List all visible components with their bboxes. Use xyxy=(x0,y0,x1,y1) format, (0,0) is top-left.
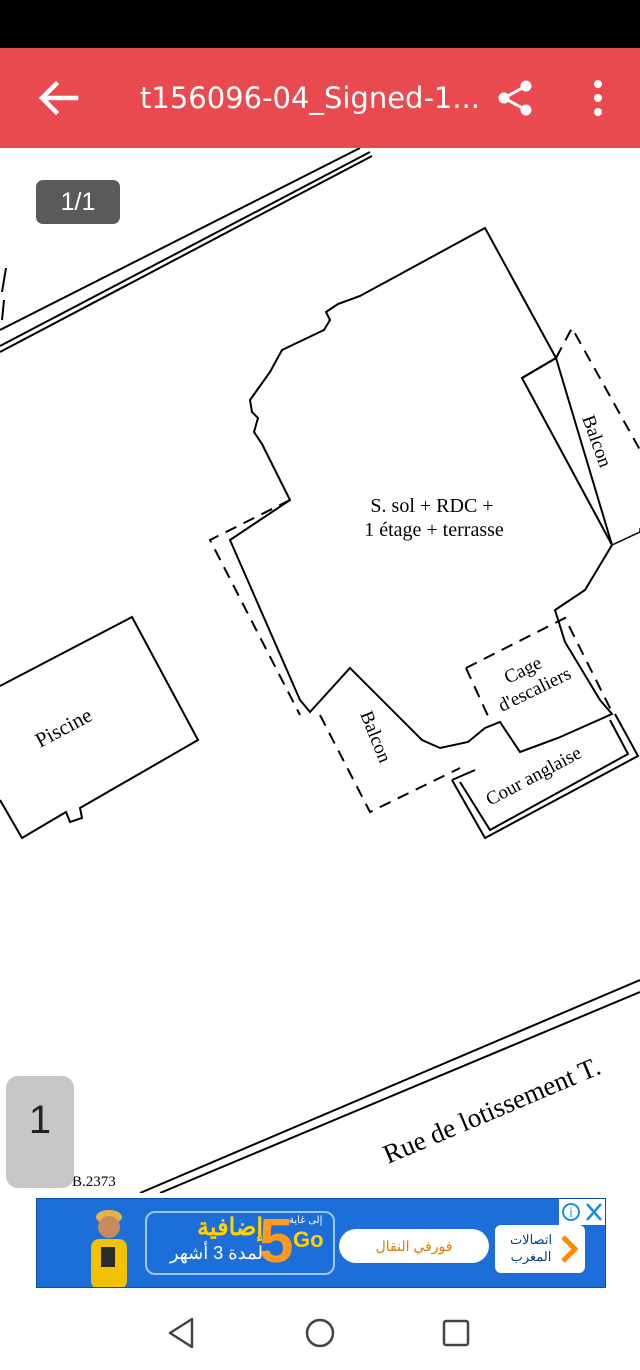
ad-cta-pill[interactable]: فورفي النقال xyxy=(339,1229,489,1263)
ad-promo-box xyxy=(145,1211,335,1275)
ad-banner[interactable]: i 5 Go إلى غاية إضافية لمدة 3 أشهر فورفي… xyxy=(36,1198,606,1288)
ad-subline: لمدة 3 أشهر xyxy=(169,1243,263,1263)
site-plan-drawing: S. sol + RDC + 1 étage + terrasse Balcon… xyxy=(0,148,640,1193)
status-bar xyxy=(0,0,640,48)
square-recents-icon[interactable] xyxy=(438,1315,474,1351)
balcon-left-label: Balcon xyxy=(355,708,395,766)
parcel-ref-label: B.2373 xyxy=(72,1174,116,1190)
document-title: t156096-04_Signed-1... xyxy=(140,81,481,115)
ad-person-image xyxy=(91,1210,127,1287)
ad-logo-mark-icon xyxy=(561,1235,579,1263)
piscine-label: Piscine xyxy=(31,703,96,753)
ad-big-number: 5 xyxy=(259,1207,294,1276)
share-icon[interactable] xyxy=(496,78,536,118)
building-label-line1: S. sol + RDC + xyxy=(370,495,493,517)
thumbnail-page-number: 1 xyxy=(28,1098,52,1142)
app-bar: t156096-04_Signed-1... xyxy=(0,48,640,148)
arrow-left-icon[interactable] xyxy=(36,78,80,118)
ad-logo-text: اتصالات المغرب xyxy=(509,1232,553,1264)
triangle-back-icon[interactable] xyxy=(164,1315,200,1351)
ad-logo-box xyxy=(495,1225,585,1273)
cour-label: Cour anglaise xyxy=(482,743,585,811)
building-label-line2: 1 étage + terrasse xyxy=(364,519,504,541)
document-viewer[interactable]: S. sol + RDC + 1 étage + terrasse Balcon… xyxy=(0,148,640,1193)
svg-text:i: i xyxy=(569,1206,572,1220)
balcon-right-label: Balcon xyxy=(577,413,615,471)
ad-go: Go xyxy=(293,1227,324,1252)
adchoices-icon[interactable]: i xyxy=(559,1199,605,1225)
street-label: Rue de lotissement T. xyxy=(379,1051,605,1170)
page-indicator: 1/1 xyxy=(36,180,120,224)
system-nav-bar xyxy=(0,1296,640,1370)
ad-headline: إضافية xyxy=(197,1214,263,1241)
page-thumbnail[interactable]: 1 xyxy=(6,1076,74,1188)
circle-home-icon[interactable] xyxy=(302,1315,338,1351)
more-vert-icon[interactable] xyxy=(584,78,612,118)
ad-small-text: إلى غاية xyxy=(289,1215,323,1226)
